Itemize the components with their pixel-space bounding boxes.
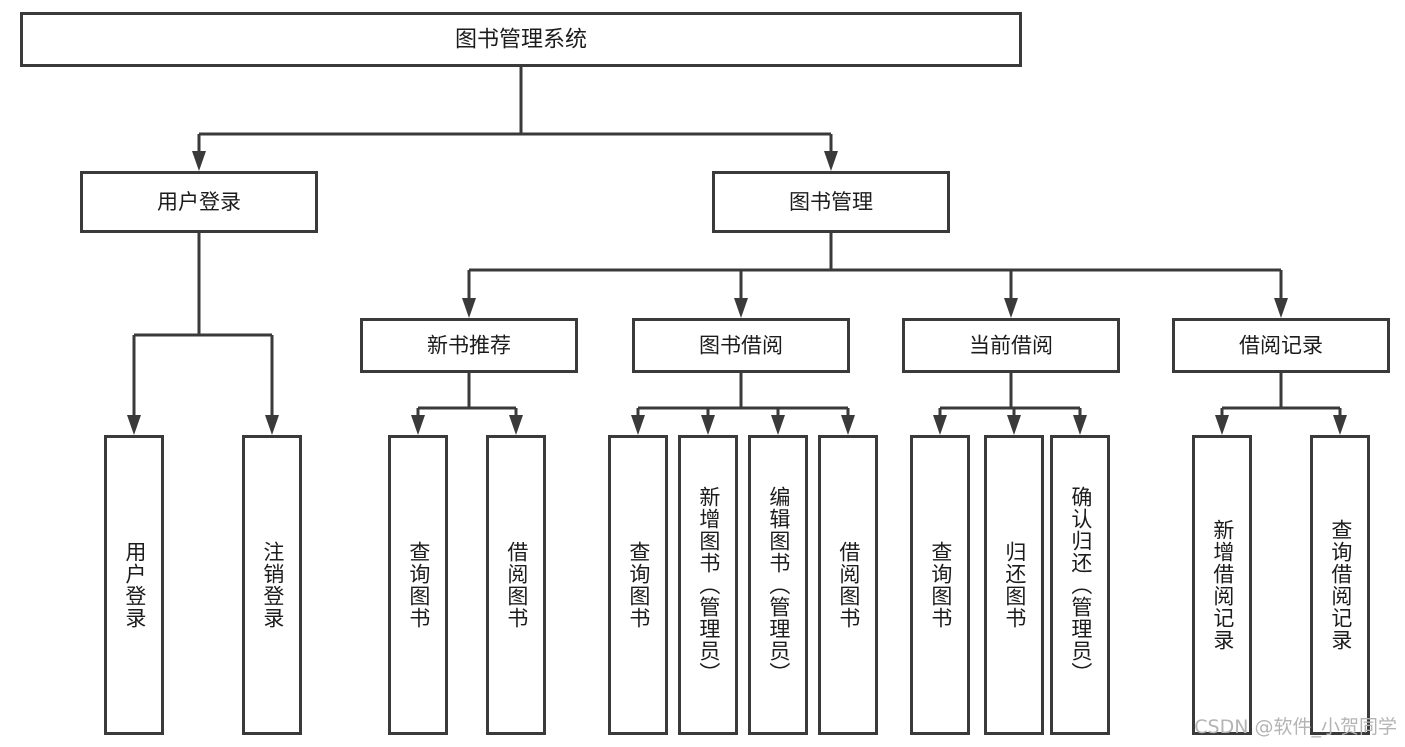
node-label-root: 图书管理系统 [455, 28, 587, 53]
node-box-level2-0 [80, 171, 318, 233]
node-box-leaf-4 [608, 435, 668, 735]
node-box-leaf-11 [1192, 435, 1252, 735]
arrow-head-icon [841, 415, 855, 435]
node-box-leaf-2 [388, 435, 448, 735]
node-label-level3-0: 新书推荐 [427, 334, 511, 358]
arrow-head-icon [734, 298, 748, 318]
arrow-head-icon [462, 298, 476, 318]
arrow-head-icon [933, 415, 947, 435]
arrow-head-icon [265, 415, 279, 435]
arrow-head-icon [1073, 415, 1087, 435]
node-box-root [20, 12, 1022, 67]
node-label-level3-3: 借阅记录 [1239, 334, 1323, 358]
node-box-level3-0 [360, 318, 578, 373]
arrow-head-icon [1004, 298, 1018, 318]
node-box-level3-3 [1172, 318, 1390, 373]
node-boxes [20, 12, 1390, 735]
node-label-level3-2: 当前借阅 [969, 334, 1053, 358]
arrow-head-icon [1215, 415, 1229, 435]
arrow-head-icon [1007, 415, 1021, 435]
arrow-head-icon [1274, 298, 1288, 318]
node-box-leaf-10 [1050, 435, 1110, 735]
arrow-head-icon [771, 415, 785, 435]
node-box-level2-1 [712, 171, 950, 233]
arrow-head-icon [411, 415, 425, 435]
node-label-level2-0: 用户登录 [157, 190, 241, 214]
node-box-leaf-12 [1310, 435, 1370, 735]
node-box-leaf-1 [242, 435, 302, 735]
watermark-text: CSDN @软件_小贺同学 [1194, 716, 1397, 738]
node-label-level3-1: 图书借阅 [699, 334, 783, 358]
node-box-leaf-9 [984, 435, 1044, 735]
node-box-leaf-7 [818, 435, 878, 735]
node-box-leaf-5 [678, 435, 738, 735]
arrow-head-icon [509, 415, 523, 435]
arrow-head-icon [192, 151, 206, 171]
arrow-head-icon [701, 415, 715, 435]
arrow-head-icon [1333, 415, 1347, 435]
node-box-leaf-3 [486, 435, 546, 735]
arrow-head-icon [824, 151, 838, 171]
arrow-head-icon [631, 415, 645, 435]
node-label-level2-1: 图书管理 [789, 190, 873, 214]
node-box-level3-1 [632, 318, 850, 373]
node-box-leaf-0 [104, 435, 164, 735]
arrow-head-icon [127, 415, 141, 435]
node-box-level3-2 [902, 318, 1120, 373]
node-box-leaf-8 [910, 435, 970, 735]
connector-lines [127, 67, 1347, 435]
node-box-leaf-6 [748, 435, 808, 735]
